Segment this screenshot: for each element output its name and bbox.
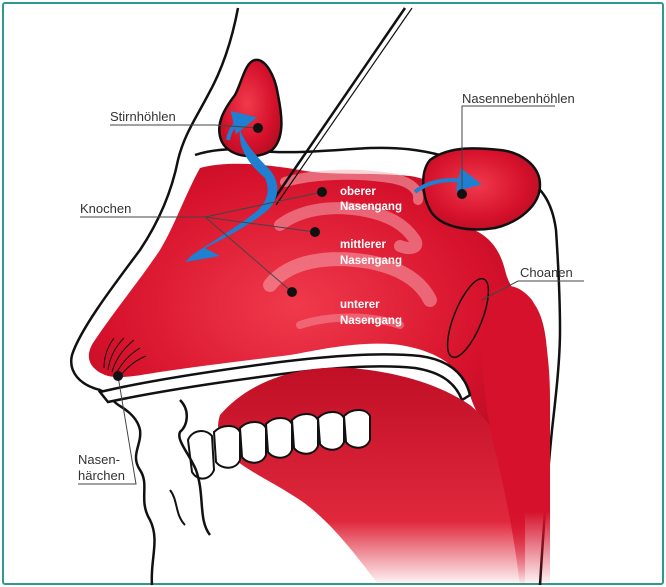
label-nasenhaerchen-1: Nasen- [78,452,120,467]
label-oberer-2: Nasengang [340,201,402,213]
label-oberer-1: oberer [340,186,376,198]
label-knochen: Knochen [80,201,131,216]
label-choanen: Choanen [520,265,573,280]
lip-outline [170,490,185,525]
label-mittlerer-2: Nasengang [340,255,402,267]
label-unterer-2: Nasengang [340,315,402,327]
label-nasennebenhoehlen: Nasennebenhöhlen [462,91,575,106]
frontal-sinus [219,60,281,156]
label-unterer-1: unterer [340,299,380,311]
paranasal-sinus [423,148,540,229]
label-nasenhaerchen-2: härchen [78,468,125,483]
label-mittlerer-1: mittlerer [340,239,387,251]
label-stirnhoehlen: Stirnhöhlen [110,109,176,124]
